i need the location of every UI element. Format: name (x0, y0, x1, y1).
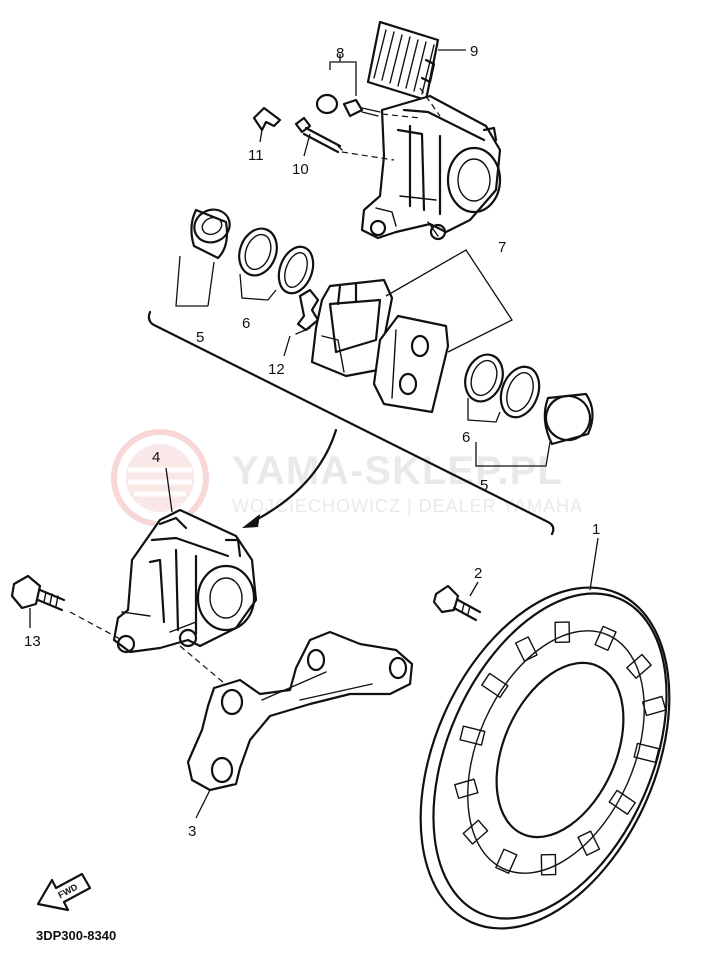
watermark-logo (111, 429, 209, 527)
label-part-7: 7 (498, 239, 506, 256)
leader-part-1 (589, 537, 599, 591)
label-part-10: 10 (292, 161, 309, 178)
exploded-group-bracket (147, 310, 555, 536)
watermark: YAMA-SKLEP.PL WOJCIECHOWICZ | DEALER YAM… (111, 429, 583, 527)
leader-part-10 (303, 133, 311, 157)
piston-part-5-lower (543, 392, 594, 446)
leader-part-5-upper (175, 255, 215, 307)
brake-pad-part-7-back (372, 314, 450, 414)
guide-line-bolt-13 (69, 611, 123, 641)
label-part-8: 8 (336, 45, 344, 62)
guide-line-pad (419, 87, 441, 117)
leader-part-11 (259, 129, 263, 143)
leader-part-5-lower (475, 441, 551, 467)
leader-part-6-lower (467, 398, 501, 423)
label-part-3: 3 (188, 823, 196, 840)
assembly-arrow-head (242, 514, 260, 528)
caliper-assembly-part-4 (112, 508, 258, 654)
brake-pad-part-7-front (310, 278, 394, 378)
leader-part-2 (469, 581, 479, 597)
assembly-arrow (250, 428, 338, 524)
leader-part-7 (385, 249, 513, 353)
leader-part-12 (283, 335, 291, 357)
bolt-part-13 (10, 574, 66, 612)
bleed-screw-part-8 (315, 93, 381, 118)
label-part-4: 4 (152, 449, 160, 466)
pad-spring-part-12 (295, 288, 320, 335)
label-part-1: 1 (592, 521, 600, 538)
forward-direction-arrow: FWD (36, 872, 92, 912)
label-part-11: 11 (248, 147, 264, 164)
piston-part-5-upper (190, 208, 231, 260)
label-part-5-upper: 5 (196, 329, 204, 346)
brake-pad-part-9 (366, 20, 440, 102)
leader-part-4 (165, 467, 173, 513)
pin-clip-part-11 (252, 106, 282, 132)
leader-part-6-upper (239, 273, 277, 301)
caliper-upper-half (360, 94, 502, 241)
bolt-part-2 (432, 584, 482, 622)
guide-line-bracket (179, 645, 231, 689)
label-part-9: 9 (470, 43, 478, 60)
watermark-subtitle: WOJCIECHOWICZ | DEALER YAMAHA (232, 496, 583, 516)
diagram-code: 3DP300-8340 (36, 928, 116, 943)
seal-kit-part-6-upper (238, 227, 315, 295)
label-part-13: 13 (24, 633, 41, 650)
leader-part-3 (195, 789, 211, 819)
label-part-6-lower: 6 (462, 429, 470, 446)
label-part-6-upper: 6 (242, 315, 250, 332)
watermark-title: YAMA-SKLEP.PL (232, 449, 563, 493)
label-part-5-lower: 5 (480, 477, 488, 494)
label-part-2: 2 (474, 565, 482, 582)
label-part-12: 12 (268, 361, 285, 378)
guide-line-bleed (381, 113, 421, 119)
guide-line-pin (341, 151, 395, 161)
seal-kit-part-6-lower (464, 353, 541, 419)
caliper-bracket-part-3 (186, 630, 414, 792)
leader-part-8 (329, 54, 357, 96)
brake-disc-part-1 (419, 586, 671, 930)
pad-pin-part-10 (294, 116, 343, 154)
